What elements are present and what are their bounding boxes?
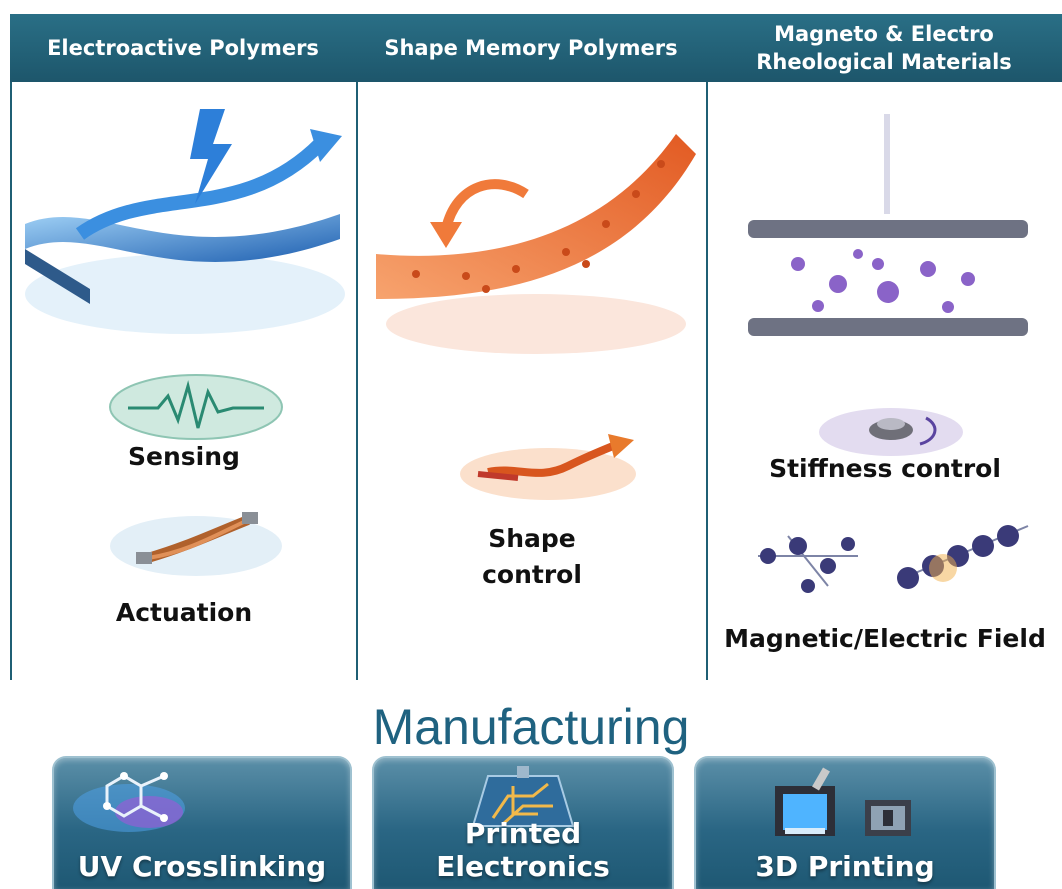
- uv-crosslinking-card[interactable]: UV Crosslinking: [52, 756, 352, 889]
- curved-polymer-strip-icon: [376, 134, 696, 354]
- column-electroactive-polymers: Electroactive Polymers Sensing Actuation: [10, 14, 356, 680]
- electric-bending-strip-icon: [25, 109, 345, 334]
- 3d-printing-label: 3D Printing: [755, 850, 935, 883]
- label-sensing: Sensing: [128, 442, 240, 471]
- actuator-fiber-icon: [110, 512, 282, 576]
- rotating-disc-icon: [819, 408, 963, 456]
- molecule-network-icon: [73, 772, 185, 832]
- column-shape-memory-polymers: Shape Memory Polymers Shape control: [356, 14, 706, 680]
- header-line-2: Rheological Materials: [756, 50, 1012, 74]
- waveform-sensing-icon: [109, 374, 283, 440]
- printed-electronics-card[interactable]: Printed Electronics: [372, 756, 674, 889]
- uv-crosslinking-label: UV Crosslinking: [77, 850, 327, 883]
- label-magnetic-electric-field: Magnetic/Electric Field: [724, 624, 1046, 653]
- column-header: Electroactive Polymers: [10, 14, 356, 82]
- column-magneto-electro-rheological: Magneto & Electro Rheological Materials …: [706, 14, 1062, 680]
- 3d-printing-card[interactable]: 3D Printing: [694, 756, 996, 889]
- label-stiffness-control: Stiffness control: [769, 454, 1001, 483]
- particle-chain-icon: [758, 525, 1029, 593]
- column-header: Shape Memory Polymers: [356, 14, 706, 82]
- manufacturing-title: Manufacturing: [372, 699, 690, 755]
- shape-recovery-arrow-icon: [460, 434, 636, 500]
- parallel-plates-particles-icon: [748, 114, 1028, 336]
- header-line-1: Magneto & Electro: [774, 22, 994, 46]
- label-shape: Shape: [488, 524, 576, 553]
- label-actuation: Actuation: [115, 598, 253, 627]
- label-control: control: [482, 560, 582, 589]
- circuit-board-icon: [471, 766, 575, 827]
- 3d-printer-icon: [775, 767, 911, 836]
- column-header: Magneto & Electro Rheological Materials: [706, 14, 1062, 82]
- printed-electronics-label: Printed Electronics: [436, 817, 610, 883]
